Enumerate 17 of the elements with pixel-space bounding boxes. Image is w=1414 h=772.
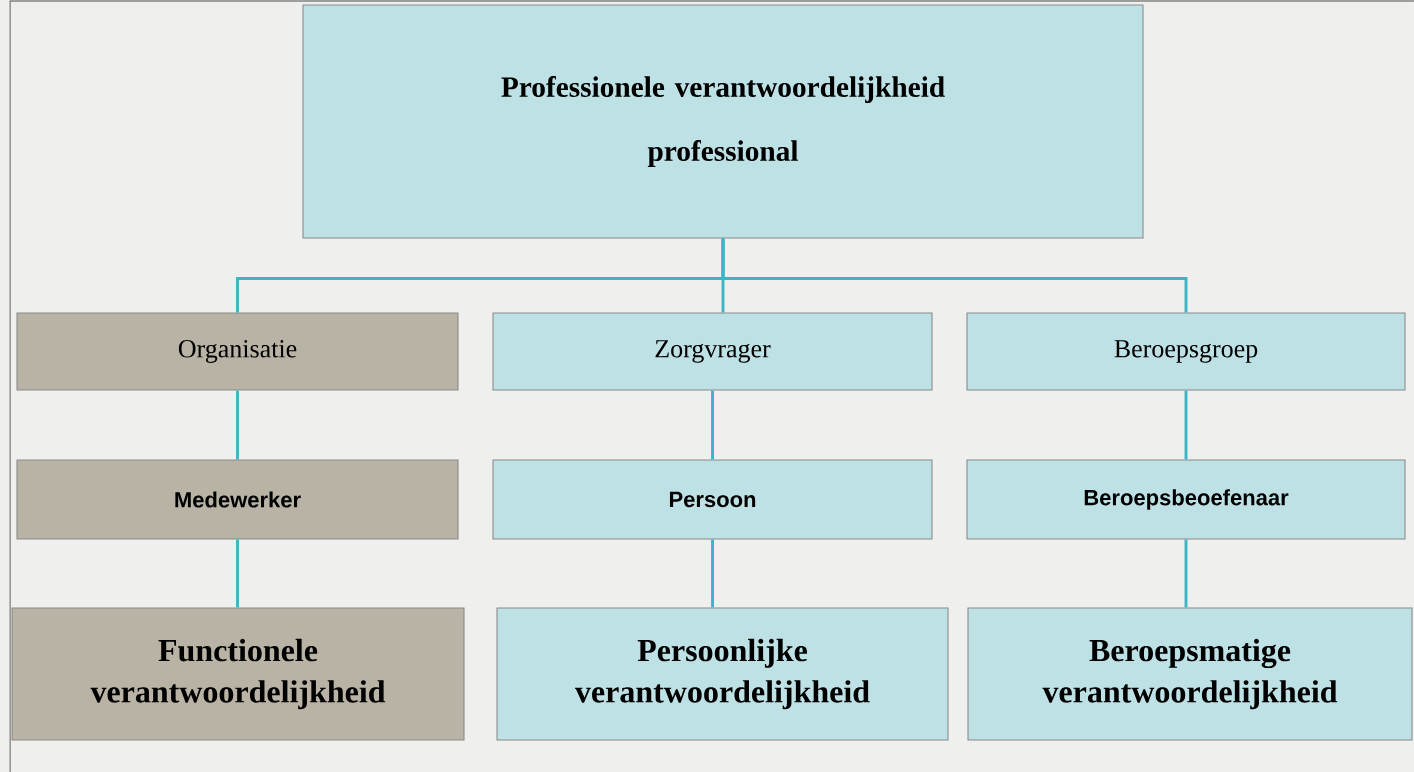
responsibility-box: Persoonlijke verantwoordelijkheid — [496, 607, 949, 741]
category-box: Organisatie — [16, 312, 459, 391]
connector-line — [711, 539, 714, 608]
title-box: Professionele verantwoordelijkheid professional — [302, 4, 1144, 239]
role-box: Beroepsbeoefenaar — [966, 459, 1406, 540]
responsibility-box: Functionele verantwoordelijkheid — [11, 607, 465, 741]
connector-line — [236, 539, 239, 608]
connector-line — [1184, 539, 1188, 608]
category-box: Beroepsgroep — [966, 312, 1406, 391]
connector-line — [1184, 390, 1188, 460]
connector-line — [721, 238, 1188, 313]
connector-line — [236, 390, 239, 460]
role-box: Medewerker — [16, 459, 459, 540]
role-box: Persoon — [492, 459, 933, 540]
category-box: Zorgvrager — [492, 312, 933, 391]
responsibility-box: Beroepsmatige verantwoordelijkheid — [967, 607, 1413, 741]
connector-line — [711, 390, 714, 460]
